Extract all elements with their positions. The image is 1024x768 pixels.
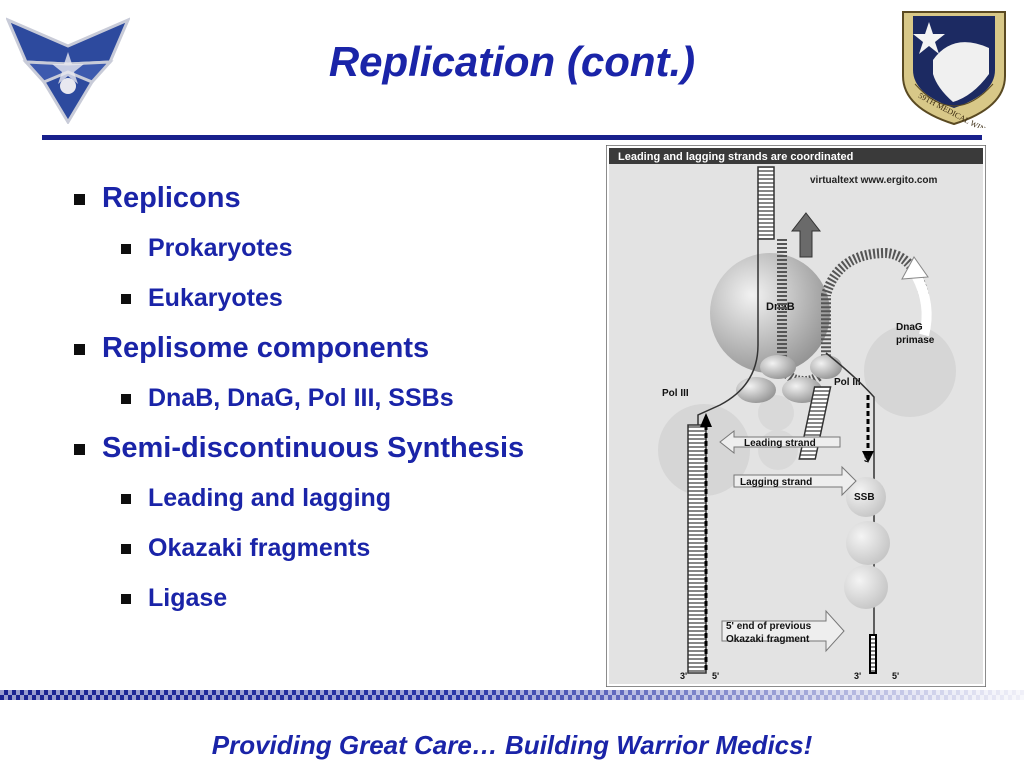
bullet-text: DnaB, DnaG, Pol III, SSBs — [148, 384, 454, 412]
bullet-square-icon — [121, 244, 131, 254]
slide-title: Replication (cont.) — [328, 38, 696, 85]
sub-bullet-item: Prokaryotes — [72, 228, 612, 278]
bullet-item: Semi-discontinuous Synthesis — [72, 428, 612, 478]
bullet-item: Replicons — [72, 178, 612, 228]
ssb-label: SSB — [854, 492, 875, 503]
okazaki-label-line-1: 5' end of previous — [726, 621, 812, 632]
footer-checker-bar — [0, 690, 1024, 700]
pol3-right-backdrop — [864, 325, 956, 417]
primase-arrow-icon — [901, 256, 929, 280]
tau-subunit — [758, 395, 794, 431]
up-arrow-icon — [790, 212, 822, 258]
footer-tagline: Providing Great Care… Building Warrior M… — [211, 730, 813, 760]
figure-credit: virtualtext www.ergito.com — [810, 175, 938, 186]
lagging-loop — [777, 239, 929, 387]
primase-label: primase — [896, 335, 935, 346]
lagging-strand-label: Lagging strand — [740, 477, 812, 488]
pol3-left-label: Pol III — [662, 388, 689, 399]
bullet-text: Semi-discontinuous Synthesis — [102, 432, 525, 464]
leading-template — [697, 239, 759, 673]
three-prime-label: 3' — [854, 671, 861, 681]
three-prime-label: 3' — [864, 454, 871, 464]
figure-header: Leading and lagging strands are coordina… — [618, 151, 853, 163]
sub-bullet-item: Ligase — [72, 578, 612, 628]
previous-okazaki-fragment — [869, 634, 877, 674]
bullet-text: Replicons — [102, 182, 241, 214]
dnab-helicase — [710, 253, 830, 373]
bullet-square-icon — [121, 544, 131, 554]
bullet-square-icon — [74, 444, 85, 455]
bullet-square-icon — [121, 594, 131, 604]
pol3-clamp — [760, 355, 796, 379]
five-prime-label: 5' — [892, 671, 899, 681]
ssb-protein — [844, 565, 888, 609]
bullet-text: Prokaryotes — [148, 234, 293, 262]
sub-bullet-item: Okazaki fragments — [72, 528, 612, 578]
replication-fork-figure: Leading and lagging strands are coordina… — [606, 145, 986, 687]
bullet-list: Replicons Prokaryotes Eukaryotes Repliso… — [72, 178, 612, 628]
pol3-clamp — [810, 355, 842, 379]
pol3-core — [736, 377, 776, 403]
leading-strand-arrow-icon — [719, 429, 841, 455]
ssb-protein — [846, 521, 890, 565]
bullet-square-icon — [121, 494, 131, 504]
leading-direction-icon — [700, 413, 712, 427]
bullet-square-icon — [74, 344, 85, 355]
ssb-protein — [846, 477, 886, 517]
sub-bullet-item: Leading and lagging — [72, 478, 612, 528]
dnag-label: DnaG — [896, 322, 923, 333]
sub-bullet-item: DnaB, DnaG, Pol III, SSBs — [72, 378, 612, 428]
okazaki-label-line-2: Okazaki fragment — [726, 634, 810, 645]
medical-wing-shield-logo: 59TH MEDICAL WING — [902, 11, 1006, 128]
title-rule — [42, 135, 982, 140]
lagging-template — [825, 352, 875, 673]
air-force-logo — [6, 17, 130, 124]
leading-duplex — [687, 424, 707, 674]
three-prime-label: 3' — [680, 671, 687, 681]
bullet-text: Replisome components — [102, 332, 430, 364]
bullet-text: Eukaryotes — [148, 284, 283, 312]
pol3-right-label: Pol III — [834, 377, 861, 388]
lagging-strand-arrow-icon — [733, 465, 857, 497]
bullet-text: Okazaki fragments — [148, 534, 371, 562]
leading-strand-label: Leading strand — [744, 438, 816, 449]
parental-dna — [757, 166, 775, 240]
sub-bullet-item: Eukaryotes — [72, 278, 612, 328]
bullet-item: Replisome components — [72, 328, 612, 378]
bullet-square-icon — [121, 294, 131, 304]
bullet-square-icon — [74, 194, 85, 205]
bullet-text: Ligase — [148, 584, 228, 612]
five-prime-label: 5' — [712, 671, 719, 681]
bullet-text: Leading and lagging — [148, 484, 392, 512]
tau-subunit — [758, 430, 798, 470]
bullet-square-icon — [121, 394, 131, 404]
okazaki-arrow-icon — [721, 609, 845, 653]
lagging-direction-icon — [862, 451, 874, 463]
